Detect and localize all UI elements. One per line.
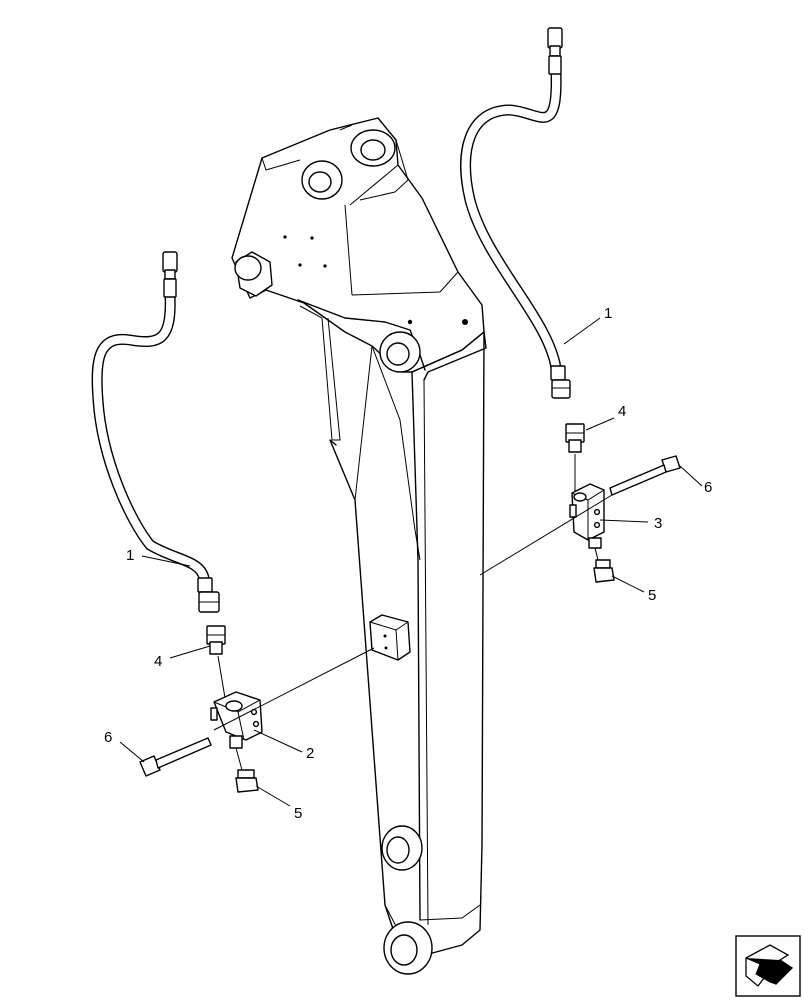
callout-6-left: 6 [104, 729, 112, 746]
axis-right-bolt [479, 494, 613, 576]
pin-boss-bottom [383, 921, 433, 975]
pin-boss-top-right [350, 129, 396, 167]
adapter-right [565, 423, 585, 453]
pin-boss-top-left [301, 160, 343, 200]
adapter-left [206, 625, 226, 655]
axis-left-vertical [217, 655, 226, 699]
bolt-left [139, 737, 212, 777]
mounting-pad [369, 614, 411, 661]
next-page-arrow-icon[interactable] [735, 935, 801, 997]
callout-2: 2 [306, 745, 314, 762]
axis-right-lower [594, 547, 599, 561]
callout-1-right: 1 [604, 305, 612, 322]
block-right [569, 483, 605, 549]
axis-left-bolt [213, 647, 375, 731]
axis-left-lower [235, 747, 243, 771]
callout-6-right: 6 [704, 479, 712, 496]
pin-boss-lower [381, 825, 423, 871]
pin-boss-side [234, 251, 273, 297]
plug-right [593, 559, 615, 583]
leader-lines [119, 317, 703, 807]
hose-right [460, 27, 571, 399]
callout-4-right: 4 [618, 403, 626, 420]
excavator-arm [231, 117, 487, 975]
callout-5-left: 5 [294, 805, 302, 822]
callout-4-left: 4 [154, 653, 162, 670]
pin-boss-middle [379, 331, 421, 373]
callout-5-right: 5 [648, 587, 656, 604]
callout-3: 3 [654, 515, 662, 532]
bolt-right [609, 455, 681, 496]
plug-left [235, 769, 259, 793]
block-left [210, 691, 263, 749]
callout-1-left: 1 [126, 547, 134, 564]
hose-left [91, 251, 220, 613]
